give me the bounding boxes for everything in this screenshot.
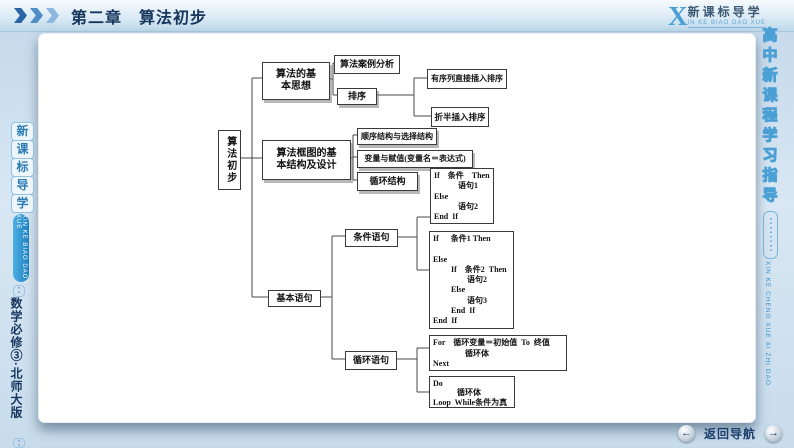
node-assignment: 变量与赋值(变量名＝表达式) bbox=[357, 150, 473, 168]
right-rail-char: 高 bbox=[762, 27, 778, 45]
node-binary-insert: 折半插入排序 bbox=[431, 107, 489, 127]
node-direct-insert: 有序列直接插入排序 bbox=[427, 69, 507, 89]
logo-x-glyph: X bbox=[668, 1, 688, 31]
logo-cn-text: 新课标导学 bbox=[687, 5, 763, 19]
node-case-analysis: 算法案例分析 bbox=[334, 55, 400, 74]
back-nav-label[interactable]: 返回导航 bbox=[703, 427, 756, 441]
right-rail-char: 学 bbox=[762, 127, 778, 145]
node-seq-select: 顺序结构与选择结构 bbox=[357, 128, 437, 145]
brand-logo: X 新课标导学 IN KE BIAO DAO XUE bbox=[668, 3, 766, 30]
left-rail-char: 标 bbox=[11, 158, 34, 177]
right-rail-char: 指 bbox=[762, 167, 778, 185]
right-rail-char: 导 bbox=[762, 187, 778, 205]
logo-en-text: IN KE BIAO DAO XUE bbox=[687, 20, 766, 26]
node-framework: 算法框图的基 本结构及设计 bbox=[262, 140, 351, 180]
chevrons-icon bbox=[14, 8, 59, 23]
node-sorting: 排序 bbox=[337, 88, 377, 105]
slide-panel bbox=[38, 33, 756, 423]
right-rail-char: 习 bbox=[762, 147, 778, 165]
left-rail-char: 学 bbox=[11, 194, 34, 213]
right-rail-char: 中 bbox=[762, 47, 778, 65]
left-rail-tab: XIN KE BIAO DAO XUE bbox=[13, 214, 29, 282]
code-for-loop: For 循环变量＝初始值 To 终值 循环体 Next bbox=[429, 335, 567, 371]
node-loop-statement: 循环语句 bbox=[345, 351, 397, 370]
back-arrow-icon[interactable]: ← bbox=[677, 425, 695, 442]
node-basic-statements: 基本语句 bbox=[268, 290, 321, 307]
left-rail-char: 新 bbox=[11, 122, 34, 141]
node-basic-idea: 算法的基 本思想 bbox=[262, 62, 330, 100]
node-root: 算法初步 bbox=[218, 130, 241, 190]
book-title: 数学必修③·北师大版 bbox=[9, 297, 23, 419]
right-rail-char: 程 bbox=[762, 107, 778, 125]
left-rail-char: 课 bbox=[11, 140, 34, 159]
dots-decoration bbox=[763, 211, 778, 259]
code-do-loop: Do 循环体 Loop While条件为真 bbox=[429, 376, 515, 408]
code-if-simple: If 条件 Then 语句1 Else 语句2 End If bbox=[430, 168, 494, 224]
code-if-nested: If 条件1 Then Else If 条件2 Then 语句2 Else 语句… bbox=[429, 231, 514, 329]
right-rail-char: 新 bbox=[762, 67, 778, 85]
left-rail-char: 导 bbox=[11, 176, 34, 195]
dots-decoration bbox=[13, 285, 25, 297]
left-rail-tab-text: XIN KE BIAO DAO XUE bbox=[15, 214, 27, 280]
forward-arrow-icon[interactable]: → bbox=[765, 425, 782, 442]
footer-nav: ← 返回导航 → bbox=[677, 425, 782, 442]
chapter-title: 第二章 算法初步 bbox=[71, 9, 208, 27]
node-conditional: 条件语句 bbox=[345, 229, 398, 247]
top-bar: 第二章 算法初步 bbox=[0, 0, 794, 32]
right-rail-char: 课 bbox=[762, 87, 778, 105]
right-rail-tab-text: XIN KE CHENG XUE XI ZHI DAO bbox=[764, 261, 771, 386]
node-loop-structure: 循环结构 bbox=[357, 172, 418, 191]
